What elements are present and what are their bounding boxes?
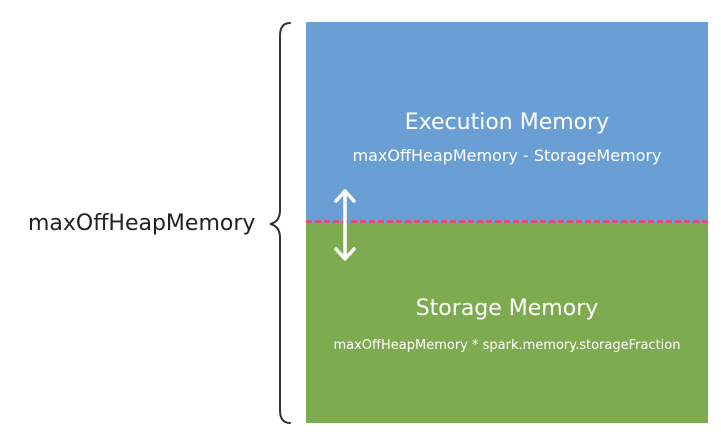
execution-memory-title: Execution Memory xyxy=(404,110,610,135)
dynamic-boundary-divider xyxy=(306,220,708,223)
storage-memory-formula: maxOffHeapMemory * spark.memory.storageF… xyxy=(333,338,681,353)
execution-memory-formula: maxOffHeapMemory - StorageMemory xyxy=(352,146,662,165)
storage-memory-block: Storage Memory maxOffHeapMemory * spark.… xyxy=(306,223,708,423)
curly-brace-icon xyxy=(269,22,291,424)
storage-memory-title: Storage Memory xyxy=(415,296,599,321)
execution-memory-block: Execution Memory maxOffHeapMemory - Stor… xyxy=(306,22,708,224)
double-arrow-vertical-icon xyxy=(334,189,356,261)
side-label: maxOffHeapMemory xyxy=(28,211,256,236)
